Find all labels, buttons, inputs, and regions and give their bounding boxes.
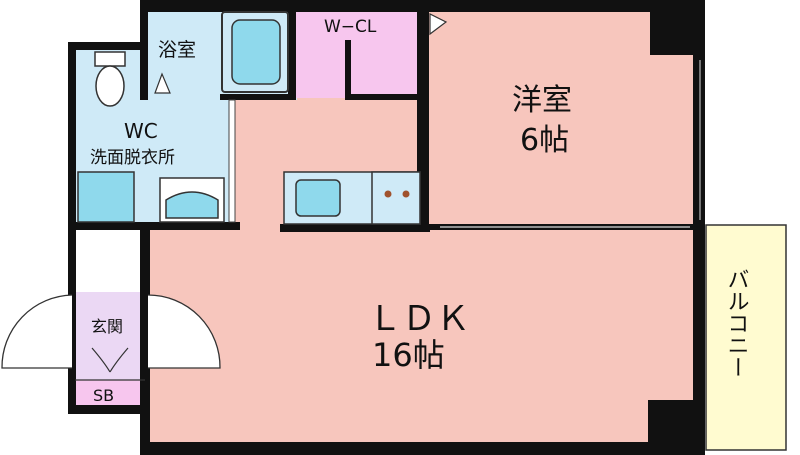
bath-label: 浴室 bbox=[158, 39, 196, 61]
western-room-size: 6帖 bbox=[520, 123, 569, 158]
entry-hall-floor bbox=[75, 232, 145, 292]
balcony-label: バルコニー bbox=[724, 268, 749, 378]
front-door-swing-left bbox=[1, 294, 73, 369]
closet-door-swing bbox=[429, 13, 448, 36]
bath-door-swing bbox=[154, 72, 171, 94]
wcl-label: W−CL bbox=[324, 17, 377, 37]
entrance-label: 玄関 bbox=[91, 317, 123, 336]
entrance-floor bbox=[75, 292, 145, 380]
kitchen-counter bbox=[283, 171, 421, 225]
windows bbox=[440, 60, 701, 228]
ldk-label: ＬＤＫ bbox=[368, 299, 470, 339]
wc-sliding-door bbox=[228, 99, 236, 223]
toilet-icon bbox=[94, 51, 126, 107]
washing-machine bbox=[77, 171, 135, 223]
sb-label: SB bbox=[93, 386, 114, 405]
ldk-size: 16帖 bbox=[372, 336, 445, 374]
wc-sub-label: 洗面脱衣所 bbox=[90, 148, 175, 168]
entrance-step-arcs bbox=[91, 347, 129, 373]
wcl-floor bbox=[295, 10, 423, 98]
western-room-label: 洋室 bbox=[512, 83, 572, 118]
wc-label: WC bbox=[124, 119, 158, 143]
bathtub-basin bbox=[231, 19, 281, 85]
balcony-floor bbox=[705, 224, 787, 451]
front-door-swing-right bbox=[147, 294, 221, 369]
wash-basin bbox=[159, 177, 225, 223]
